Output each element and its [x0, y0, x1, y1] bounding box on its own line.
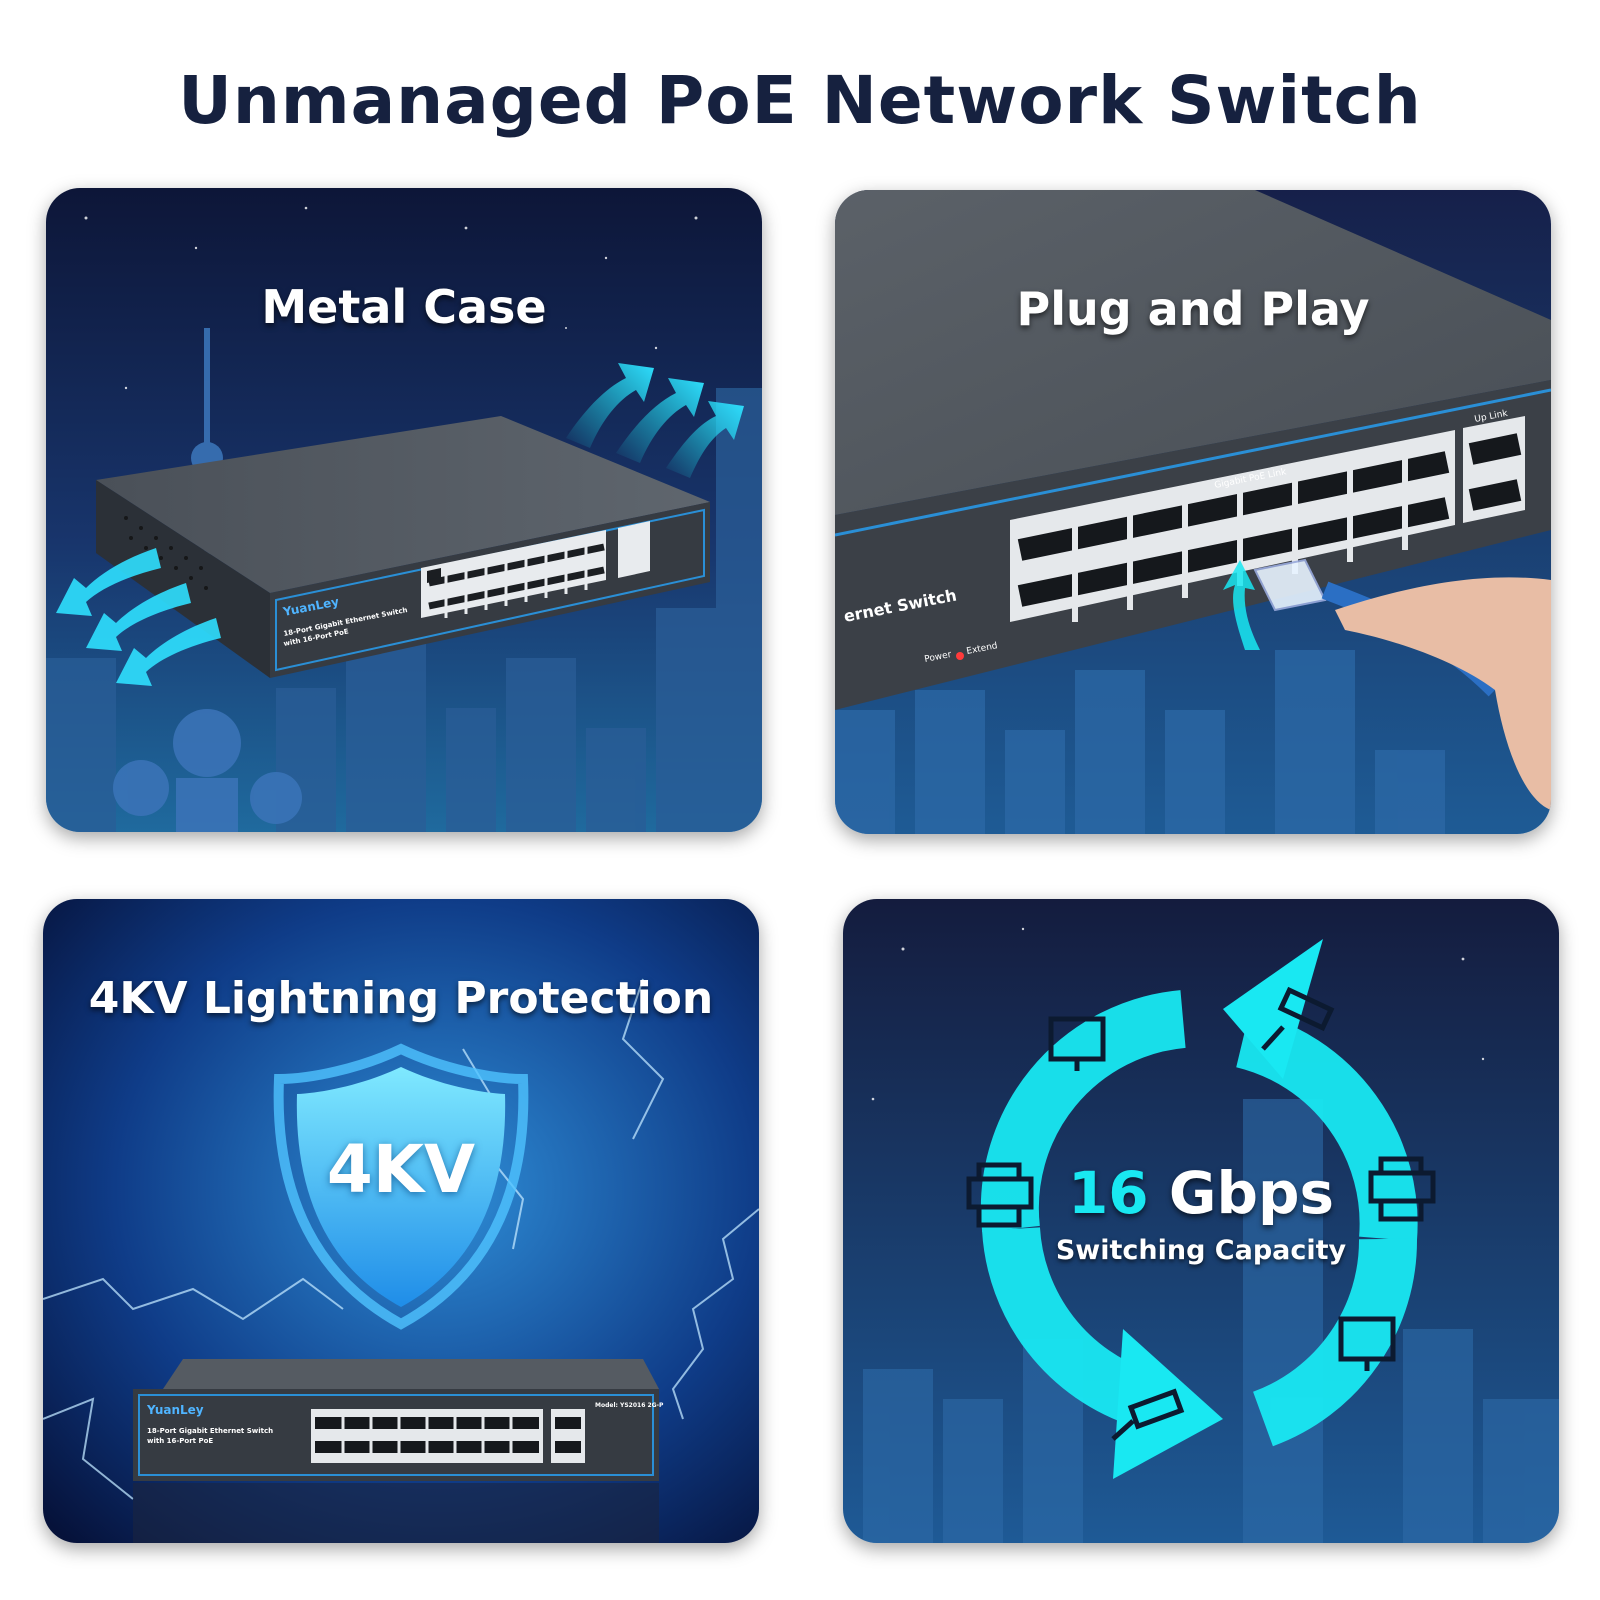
hand-icon: [1335, 577, 1551, 810]
monitor-icon: [1338, 1316, 1396, 1371]
airflow-arrow-icon: [56, 548, 221, 686]
lightning-heading: 4KV Lightning Protection: [88, 973, 714, 1024]
cycle-arrow-icon: [1113, 1329, 1223, 1479]
lightning-protection-panel: YuanLey 18-Port Gigabit Ethernet Switch …: [43, 899, 759, 1543]
metal-case-illustration: YuanLey 18-Port Gigabit Ethernet Switch …: [46, 188, 762, 832]
shield-icon: [273, 1043, 529, 1330]
shield-label: 4KV: [326, 1131, 476, 1208]
plug-and-play-heading: Plug and Play: [1016, 282, 1370, 336]
plug-and-play-illustration: ernet Switch Gigabit PoE Link Up Link Po…: [835, 190, 1551, 834]
metal-case-panel: YuanLey 18-Port Gigabit Ethernet Switch …: [46, 188, 762, 832]
capacity-illustration: [843, 899, 1559, 1543]
cycle-arrow-icon: [1223, 939, 1323, 1079]
printer-icon: [966, 1162, 1034, 1228]
plug-and-play-panel: ernet Switch Gigabit PoE Link Up Link Po…: [835, 190, 1551, 834]
switching-capacity-value: 16 Gbps: [843, 1159, 1559, 1227]
monitor-icon: [1048, 1016, 1106, 1071]
lightning-illustration: YuanLey 18-Port Gigabit Ethernet Switch …: [43, 899, 759, 1543]
capacity-number: 16: [1067, 1159, 1149, 1227]
printer-icon: [1368, 1156, 1436, 1222]
metal-case-heading: Metal Case: [261, 280, 547, 334]
capacity-unit: Gbps: [1148, 1159, 1335, 1227]
switching-capacity-panel: 16 Gbps Switching Capacity: [843, 899, 1559, 1543]
switch-model: Model: YS2016 2G-P: [595, 1402, 664, 1409]
switch-line2: with 16-Port PoE: [147, 1437, 213, 1445]
camera-icon: [1111, 1388, 1185, 1441]
switch-line1: 18-Port Gigabit Ethernet Switch: [147, 1427, 273, 1435]
camera-icon: [1261, 986, 1335, 1051]
airflow-arrow-icon: [566, 363, 744, 478]
page-title: Unmanaged PoE Network Switch: [178, 62, 1422, 139]
network-switch-image: YuanLey 18-Port Gigabit Ethernet Switch …: [133, 1359, 664, 1543]
network-switch-image: YuanLey 18-Port Gigabit Ethernet Switch …: [96, 416, 710, 678]
switch-brand: YuanLey: [146, 1403, 204, 1417]
switching-capacity-caption: Switching Capacity: [1055, 1235, 1347, 1266]
